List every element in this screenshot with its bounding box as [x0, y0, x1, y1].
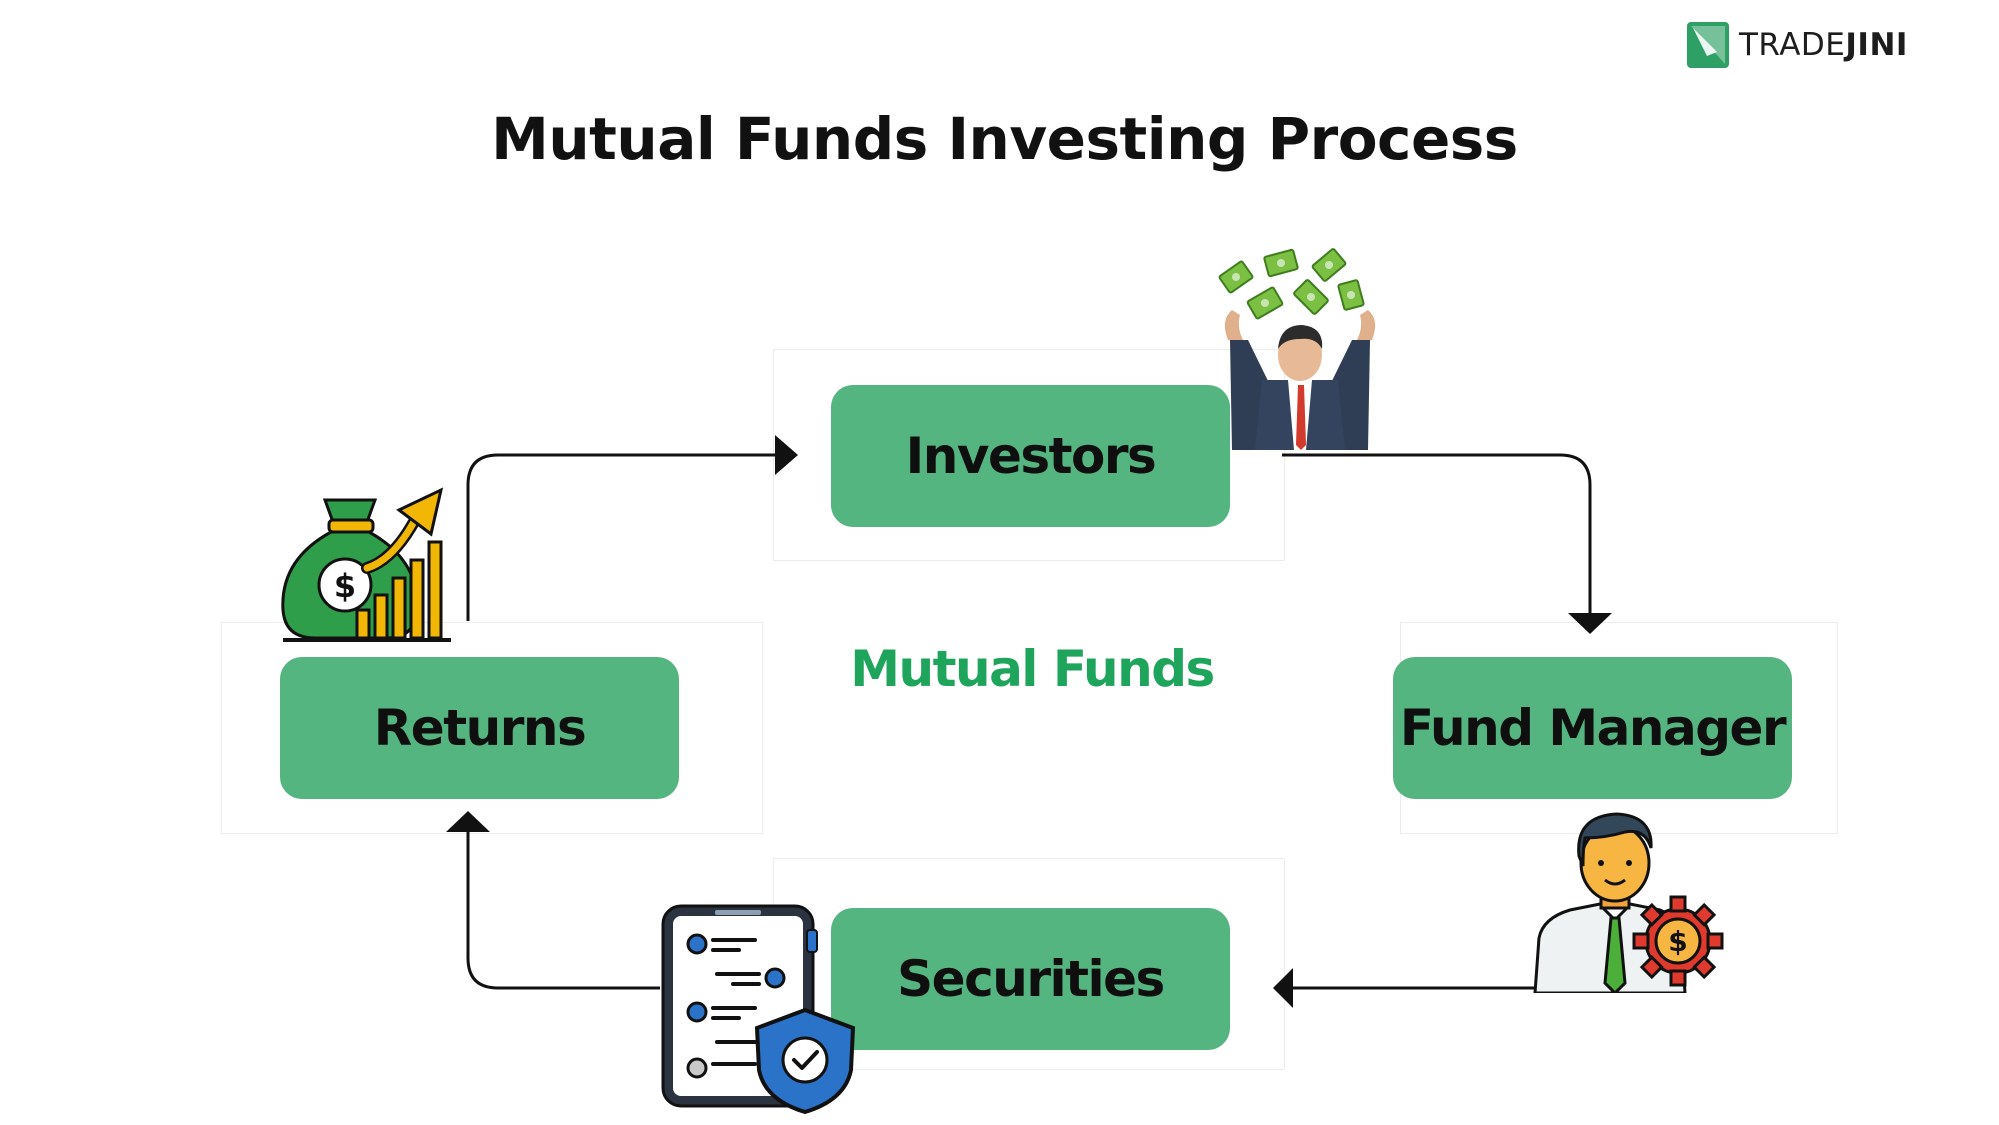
arrowhead-returns: [446, 811, 490, 832]
node-returns: Returns: [280, 657, 679, 799]
node-investors: Investors: [831, 385, 1230, 527]
arrowhead-investors: [775, 435, 798, 475]
money-bag-growth-chart-icon: $: [281, 487, 451, 642]
arrowhead-securities: [1273, 968, 1293, 1008]
arrowhead-fund-manager: [1568, 613, 1612, 634]
secured-document-tablet-icon: [661, 904, 856, 1115]
arrow-securities-to-returns: [466, 828, 660, 990]
fund-manager-with-gear-icon: $: [1533, 812, 1724, 993]
node-fund-manager: Fund Manager: [1393, 657, 1792, 799]
node-securities: Securities: [831, 908, 1230, 1050]
svg-text:$: $: [334, 567, 356, 605]
businessman-throwing-money-icon: [1218, 248, 1376, 450]
brand-logo: TRADEJINI: [1687, 22, 1908, 68]
logo-wordmark: TRADEJINI: [1739, 27, 1908, 63]
page-title: Mutual Funds Investing Process: [491, 105, 1518, 173]
svg-text:$: $: [1668, 925, 1687, 958]
center-label: Mutual Funds: [850, 640, 1215, 698]
arrow-returns-to-investors: [466, 453, 778, 621]
tradejini-logo-icon: [1687, 22, 1729, 68]
arrow-investors-to-fund-manager: [1282, 453, 1592, 615]
